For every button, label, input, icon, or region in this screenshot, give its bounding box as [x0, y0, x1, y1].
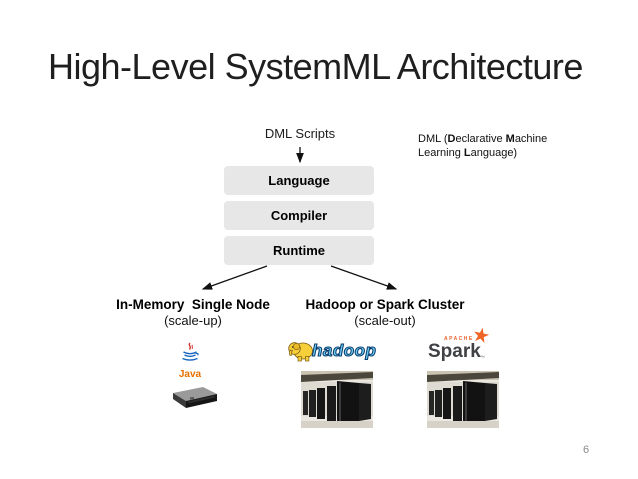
- branch-cluster-subtitle: (scale-out): [354, 313, 416, 328]
- page-title: High-Level SystemML Architecture: [48, 46, 583, 87]
- hadoop-logo-label: hadoop: [311, 340, 377, 360]
- java-logo: Java: [168, 341, 212, 380]
- annotation-text: DML (: [418, 133, 448, 145]
- dml-annotation: DML (Declarative Machine Learning Langua…: [418, 133, 548, 160]
- spark-logo-label: Spark: [428, 341, 481, 362]
- spark-cluster-photo: [427, 371, 499, 428]
- spark-trademark: ™: [480, 355, 485, 361]
- architecture-stack: Language Compiler Runtime: [224, 166, 374, 271]
- branch-single-node-subtitle: (scale-up): [164, 313, 222, 328]
- branch-cluster: Hadoop or Spark Cluster (scale-out): [285, 297, 485, 328]
- spark-apache-label: APACHE: [444, 336, 474, 342]
- hadoop-elephant-icon: [288, 342, 313, 362]
- layer-language: Language: [224, 166, 374, 195]
- hadoop-cluster-photo: [301, 371, 373, 428]
- dml-scripts-label: DML Scripts: [264, 126, 336, 141]
- spark-logo: APACHE Spark ™ ★: [428, 323, 498, 365]
- annotation-bold-d: D: [447, 133, 456, 145]
- annotation-bold-l: L: [463, 147, 471, 160]
- java-logo-label: Java: [178, 369, 202, 380]
- annotation-bold-m: M: [505, 133, 515, 145]
- server-icon: [173, 387, 217, 408]
- branch-single-node-title: In-Memory Single Node: [116, 297, 270, 312]
- branch-cluster-title: Hadoop or Spark Cluster: [305, 297, 465, 312]
- java-cup-icon: [182, 342, 199, 361]
- layer-compiler: Compiler: [224, 201, 374, 230]
- branch-single-node: In-Memory Single Node (scale-up): [93, 297, 293, 328]
- page-number: 6: [582, 444, 590, 456]
- hadoop-logo: hadoop: [287, 336, 376, 363]
- spark-star-icon: ★: [469, 323, 493, 349]
- layer-runtime: Runtime: [224, 236, 374, 265]
